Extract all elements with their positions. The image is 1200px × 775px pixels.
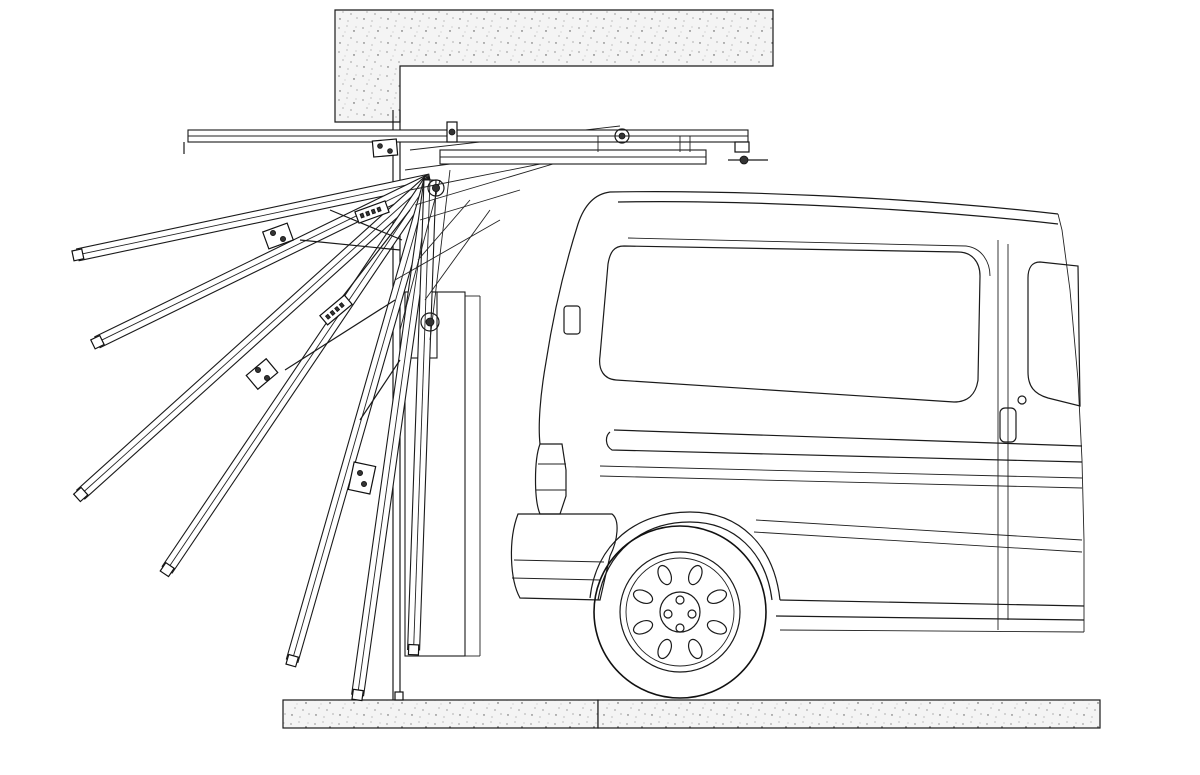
wheel-spoke-pocket	[706, 619, 728, 635]
ceiling-slab	[334, 9, 774, 123]
floor-slab	[282, 699, 1101, 729]
door-swing-centerline-3	[80, 179, 431, 495]
door-panel-end-cap	[159, 561, 175, 578]
linkage-arm-3	[359, 359, 401, 421]
wheel-spoke-pocket	[632, 589, 654, 605]
wheel-spoke-pocket	[657, 638, 673, 660]
door-swing-centerline-1	[77, 179, 431, 256]
linkage-arm-5	[339, 209, 411, 301]
wheel-spoke-pocket	[706, 589, 728, 605]
mechanism-line-6	[424, 209, 491, 301]
wheel-spoke-pocket	[687, 564, 703, 586]
mechanism-line-7	[429, 169, 451, 341]
door-swing-positions	[71, 125, 621, 702]
door-panel-end-cap	[71, 248, 85, 262]
mechanism-line-8	[399, 179, 441, 331]
door-swing-centerline-6	[357, 179, 431, 696]
wheel-spoke-pocket	[687, 638, 703, 660]
wheel-spoke-pocket	[632, 619, 654, 635]
wheel-spoke-pocket	[657, 564, 673, 586]
linkage-arm-2	[284, 299, 396, 371]
van-door-handle	[999, 407, 1017, 443]
van-rear-bumper	[510, 513, 618, 601]
van-rear-window	[599, 245, 981, 403]
van-tail-lamp	[534, 443, 567, 515]
door-swing-centerline-7	[413, 179, 431, 650]
door-swing-centerline-4	[166, 179, 431, 570]
door-panel-end-cap	[351, 688, 364, 702]
door-panel-end-cap	[72, 486, 89, 503]
hinge-brackets	[245, 121, 630, 495]
vent-brackets	[319, 200, 390, 326]
door-panel-end-cap	[285, 653, 300, 668]
mechanism-line-4	[419, 189, 521, 221]
door-panel-end-cap	[407, 643, 420, 656]
linkage-arm-1	[299, 239, 401, 251]
door-panel-end-cap	[89, 334, 105, 350]
van-rear-wheel	[593, 525, 767, 699]
van-rear-profile	[510, 191, 1085, 699]
overhead-track	[183, 129, 768, 165]
mechanism-line-9	[394, 219, 501, 281]
door-swing-centerline-5	[291, 179, 431, 661]
van-side-window	[1027, 261, 1081, 407]
mechanism-line-5	[417, 199, 471, 261]
